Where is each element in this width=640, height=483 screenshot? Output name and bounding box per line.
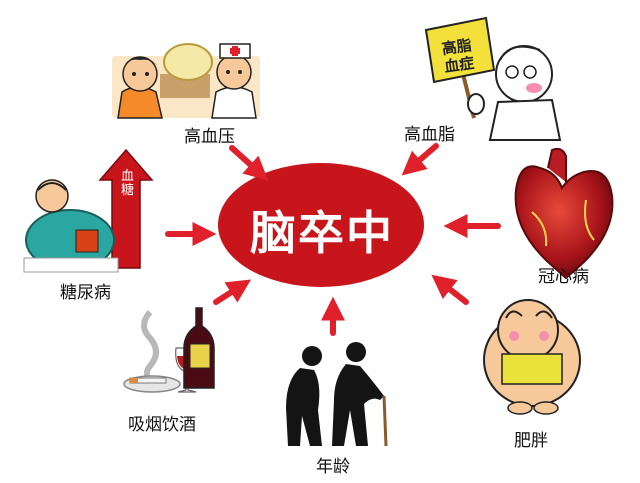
center-ellipse [218,163,424,287]
cigarette-wine-icon [123,307,215,393]
arrow-smoking-drinking [213,279,252,305]
arrow-obesity [431,274,469,305]
sugar-arrow-text: 血糖 [121,169,135,198]
elderly-couple-icon [286,342,388,447]
label-hypertension: 高血压 [184,127,235,147]
doctor-patient-icon [112,43,260,119]
sign-text: 高脂血症 [440,36,476,76]
protest-sign-man-icon [424,16,562,141]
label-hyperlipidemia: 高血脂 [404,125,455,145]
arrows [165,143,501,336]
label-obesity: 肥胖 [514,431,548,451]
center-label: 脑卒中 [250,206,394,260]
blood-sugar-arrow-icon [23,148,154,273]
heart-icon [514,147,614,280]
arrow-hyperlipidemia [401,143,439,176]
label-smoking-drinking: 吸烟饮酒 [128,415,196,435]
arrow-hypertension [229,145,269,181]
label-coronary: 冠心病 [538,267,589,287]
fat-person-icon [483,299,581,415]
label-age: 年龄 [316,457,350,477]
label-diabetes: 糖尿病 [60,283,111,303]
